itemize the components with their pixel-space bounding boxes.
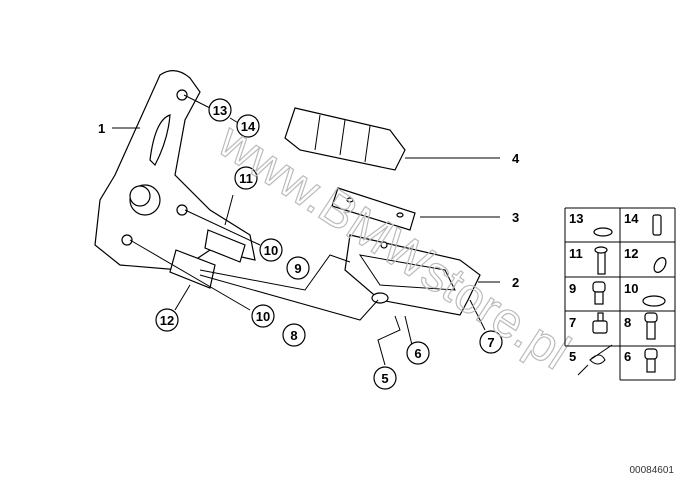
collar-screw-icon: [592, 281, 606, 293]
svg-text:6: 6: [414, 346, 421, 361]
svg-text:7: 7: [487, 335, 494, 350]
bolt-icon: [597, 312, 604, 322]
grid-label-6: 6: [624, 349, 631, 364]
svg-text:9: 9: [294, 261, 301, 276]
pin-icon: [597, 249, 606, 275]
callout-13: 13: [208, 98, 232, 122]
svg-text:14: 14: [241, 119, 256, 134]
callout-14: 14: [236, 114, 260, 138]
grid-label-13: 13: [569, 211, 583, 226]
circlip-icon: [653, 257, 667, 273]
footrest-part-2: [344, 234, 481, 316]
grid-label-8: 8: [624, 315, 631, 330]
pad-part-4: [284, 107, 406, 171]
washer-icon: [642, 295, 666, 307]
callout-7: 7: [479, 330, 503, 354]
grid-label-7: 7: [569, 315, 576, 330]
callout-6: 6: [406, 341, 430, 365]
callout-10a: 10: [259, 238, 283, 262]
callout-4: 4: [512, 151, 520, 166]
circled-callouts: 13 14 11 10 9 12 10 8 5 6 7: [155, 98, 503, 390]
svg-text:5: 5: [381, 371, 388, 386]
callout-1: 1: [98, 121, 105, 136]
leader-lines: [112, 94, 500, 366]
screw-icon: [652, 214, 662, 236]
svg-text:12: 12: [160, 313, 174, 328]
socket-screw-icon: [644, 312, 658, 323]
callout-2: 2: [512, 275, 519, 290]
socket-screw-icon: [644, 348, 658, 360]
callout-8: 8: [282, 323, 306, 347]
svg-text:10: 10: [256, 309, 270, 324]
callout-10b: 10: [251, 304, 275, 328]
grid-label-11: 11: [569, 246, 583, 261]
bracket-part-1: [94, 70, 256, 289]
callout-3: 3: [512, 210, 519, 225]
grid-label-14: 14: [624, 211, 639, 226]
grid-label-9: 9: [569, 281, 576, 296]
diagram-code: 00084601: [629, 465, 675, 476]
spring-icon: [577, 344, 613, 376]
grid-label-12: 12: [624, 246, 638, 261]
svg-text:10: 10: [264, 243, 278, 258]
svg-text:8: 8: [290, 328, 297, 343]
callout-9: 9: [286, 256, 310, 280]
callout-12: 12: [155, 308, 179, 332]
parts-grid: 13 14 11 12 9 10 7 8 5 6: [564, 207, 676, 381]
callout-11: 11: [234, 166, 258, 190]
callout-5: 5: [373, 366, 397, 390]
washer-icon: [593, 227, 613, 237]
grid-label-5: 5: [569, 349, 576, 364]
svg-text:11: 11: [239, 171, 253, 186]
svg-text:13: 13: [213, 103, 227, 118]
grid-label-10: 10: [624, 281, 638, 296]
plate-part-3: [331, 187, 416, 231]
